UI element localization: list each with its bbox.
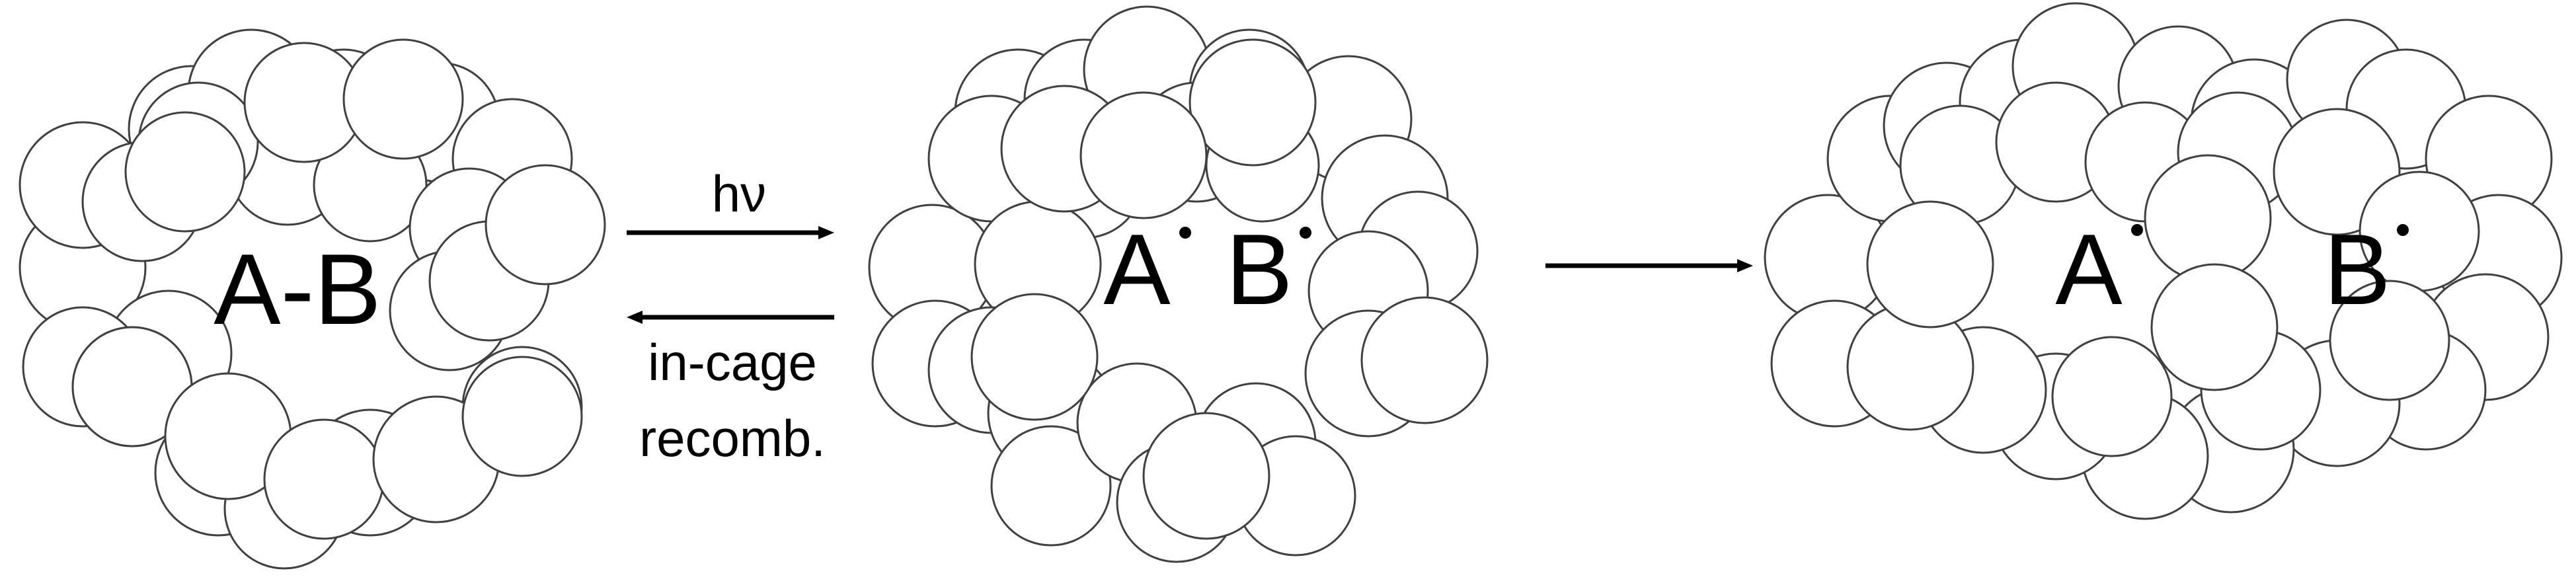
separated-radical-a-dot bbox=[2131, 224, 2143, 236]
solvent-cage-3: A B bbox=[1764, 2, 2563, 520]
photolysis-label: hν bbox=[712, 165, 766, 223]
cage-1-solvent-molecules bbox=[19, 28, 606, 570]
radical-a-dot bbox=[1179, 227, 1191, 239]
escape-arrowhead bbox=[1737, 259, 1753, 272]
solvent-cage-1: A-B bbox=[19, 28, 606, 570]
recombination-label-line2: recomb. bbox=[639, 409, 826, 467]
radical-a-label: A bbox=[1103, 213, 1171, 326]
cage-3-solvent-molecules bbox=[1764, 2, 2563, 520]
solvent-cage-2: A B bbox=[868, 5, 1489, 563]
separated-radical-b-dot bbox=[2397, 224, 2409, 236]
recombination-label-line1: in-cage bbox=[648, 333, 817, 391]
ab-molecule-label: A-B bbox=[214, 233, 381, 346]
radical-b-dot bbox=[1300, 227, 1311, 239]
separated-radical-a-label: A bbox=[2055, 213, 2123, 326]
photolysis-arrow: hν bbox=[627, 165, 834, 239]
forward-arrowhead bbox=[818, 226, 834, 239]
reverse-arrowhead bbox=[627, 311, 643, 324]
cage-escape-arrow bbox=[1545, 259, 1753, 272]
separated-radical-b-label: B bbox=[2323, 213, 2390, 326]
cage-2-solvent-molecules bbox=[868, 5, 1489, 563]
radical-b-label: B bbox=[1226, 213, 1292, 326]
recombination-arrow: in-cage recomb. bbox=[627, 311, 834, 467]
